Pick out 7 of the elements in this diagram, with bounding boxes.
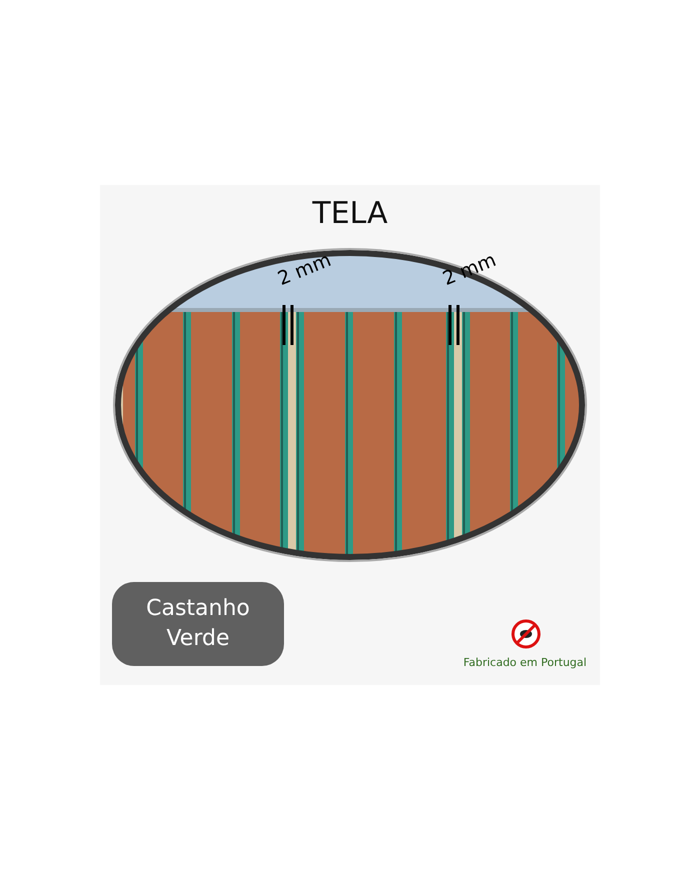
dimension-label: 2 mm <box>274 248 334 290</box>
note-text: Fabricado em Portugal <box>462 656 588 669</box>
color-name: Verde <box>166 625 230 653</box>
color-options-box <box>112 582 284 666</box>
color-name: Castanho <box>146 595 250 623</box>
title: TELA <box>311 196 389 231</box>
dimension-label: 2 mm <box>440 248 500 290</box>
